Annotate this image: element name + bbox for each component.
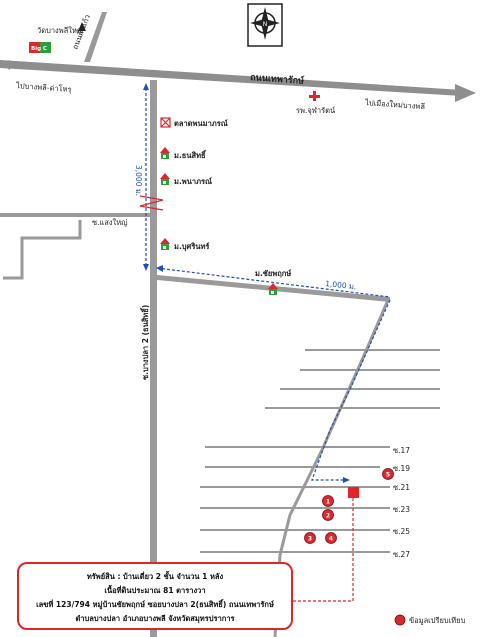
bigc-logo: Big C	[29, 42, 51, 53]
temple-icon	[78, 22, 86, 31]
road-arrow-left	[0, 60, 10, 70]
svg-text:3: 3	[308, 536, 312, 543]
comparison-marker: 4	[325, 532, 337, 544]
village2-label: ม.พนาภรณ์	[174, 177, 212, 186]
svg-text:N: N	[263, 21, 268, 28]
svg-text:5: 5	[386, 472, 390, 479]
thepharak-label: ถนนเทพารักษ์	[250, 71, 305, 87]
road-arrow-right	[455, 84, 476, 102]
market-label: ตลาดพนมาภรณ์	[174, 119, 228, 128]
svg-text:1: 1	[326, 499, 330, 506]
village3-label: ม.บุศรินทร์	[174, 242, 210, 251]
thepharak-road	[0, 60, 462, 96]
soi-label: ซ.27	[393, 550, 410, 559]
route-arrow-down	[143, 264, 149, 271]
soi-label: ซ.21	[393, 483, 410, 492]
leader-line	[293, 498, 354, 602]
house-icon	[160, 173, 170, 185]
legend-marker-icon	[394, 614, 406, 626]
market-icon	[160, 117, 171, 128]
info-line: ทรัพย์สิน : บ้านเดี่ยว 2 ชั้น จำนวน 1 หล…	[86, 572, 224, 581]
soi-saengyai-road	[0, 213, 150, 217]
info-line: ตำบลบางปลา อำเภอบางพลี จังหวัดสมุทรปรากา…	[75, 614, 235, 623]
village1-label: ม.ธนสิทธิ์	[174, 149, 207, 160]
soi-label: ซ.25	[393, 527, 410, 536]
svg-text:2: 2	[326, 513, 330, 520]
temple-label: วัดบางพลีใหญ่	[37, 26, 83, 35]
subject-property-marker	[348, 487, 359, 498]
comparison-marker: 1	[322, 495, 334, 507]
property-info-box: ทรัพย์สิน : บ้านเดี่ยว 2 ชั้น จำนวน 1 หล…	[17, 562, 293, 630]
comparison-marker: 5	[382, 468, 394, 480]
legend: ข้อมูลเปรียบเทียบ	[394, 614, 466, 626]
village4-label: ม.ชัยพฤกษ์	[255, 269, 291, 278]
legend-label: ข้อมูลเปรียบเทียบ	[409, 616, 466, 625]
hospital-icon	[309, 91, 320, 101]
info-line: เลขที่ 123/794 หมู่บ้านชัยพฤกษ์ ซอยบางปล…	[36, 600, 274, 609]
svg-text:Big C: Big C	[31, 46, 47, 52]
route-arrow-up	[143, 83, 149, 90]
soi-label: ซ.17	[393, 446, 410, 455]
route-arrow-end	[343, 477, 350, 483]
house-icon	[160, 147, 170, 159]
vertical-road-label: ซ.บางปลา 2 (ธนสิทธิ์)	[139, 305, 150, 380]
soi-label: ซ.23	[393, 505, 410, 514]
soi-saengyai-label: ซ.แสงใหญ่	[92, 218, 128, 227]
house-icon	[160, 238, 170, 250]
kingkaew-road	[84, 12, 107, 62]
side-road-outline	[3, 220, 82, 280]
house-icon	[268, 283, 278, 295]
distance-1000-label: 1,000 ม.	[325, 279, 357, 291]
comparison-marker: 3	[304, 532, 316, 544]
compass-icon: N	[247, 3, 283, 47]
soi-lines	[200, 349, 440, 553]
soi-bangpla2-road	[150, 80, 157, 637]
svg-text:4: 4	[329, 536, 333, 543]
comparison-marker: 2	[322, 509, 334, 521]
soi-label: ซ.19	[393, 464, 410, 473]
distance-3000-label: 3,000 ม.	[134, 165, 143, 196]
hospital-label: รพ.จุฬารัตน์	[296, 106, 335, 115]
road-break-icon	[139, 195, 164, 211]
to-new-bangphli-label: ไปเมืองใหม่บางพลี	[364, 98, 425, 111]
info-line: เนื้อที่ดินประมาณ 81 ตารางวา	[104, 586, 206, 595]
route-line	[145, 88, 391, 481]
to-bangphli-label: ไปบางพลี-ด่าโหรุ	[15, 81, 72, 94]
